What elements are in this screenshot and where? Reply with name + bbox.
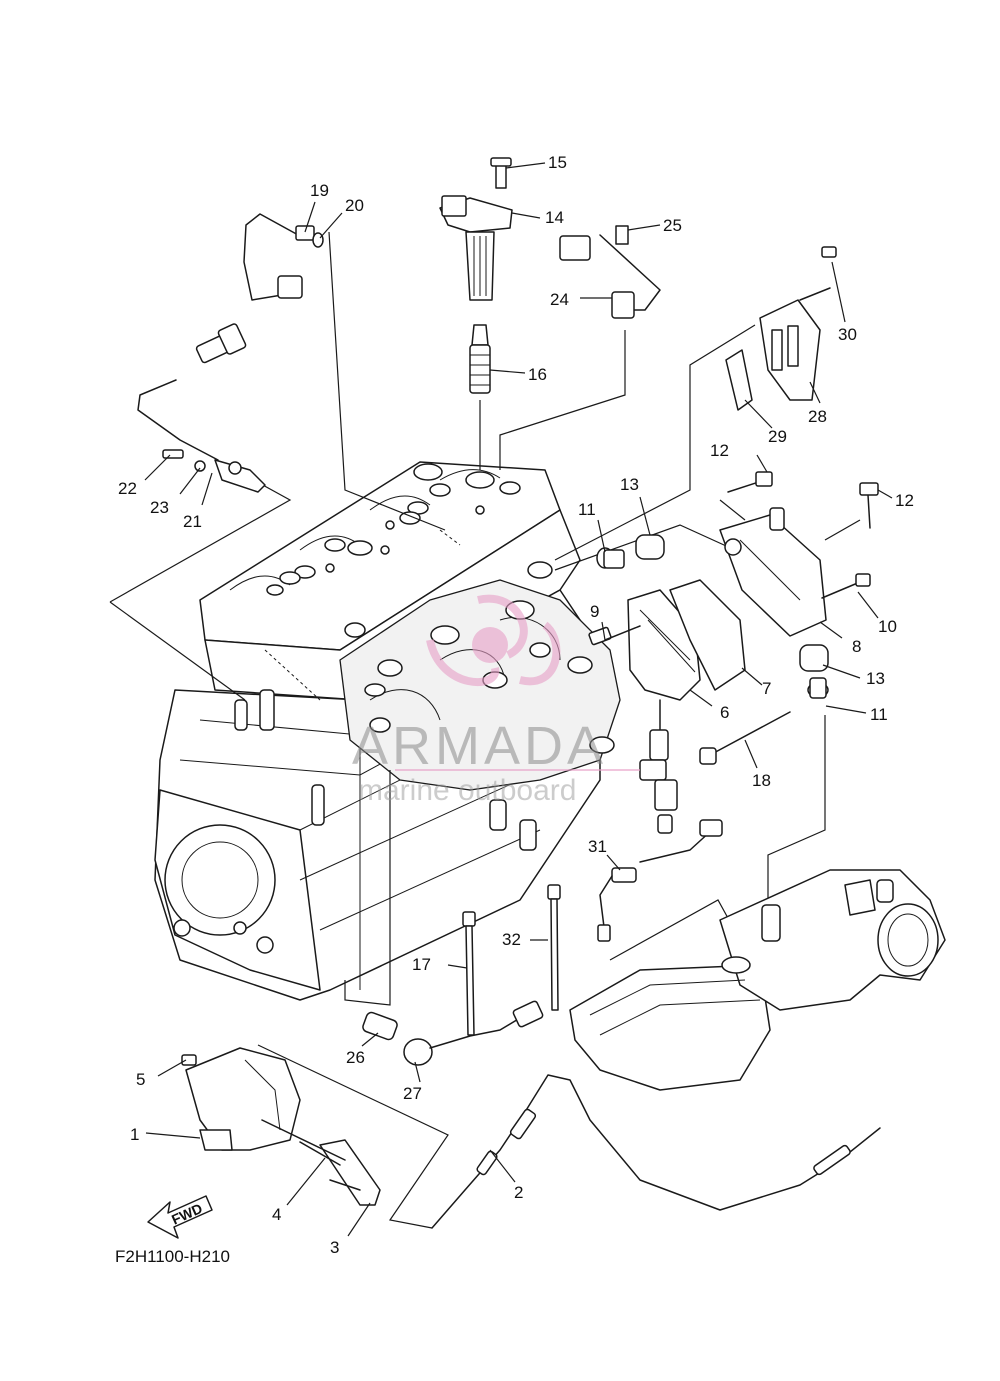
callout-9: 9 (590, 602, 599, 621)
bolts-group (588, 471, 879, 646)
callout-6: 6 (720, 703, 729, 722)
sensor-26-27-group (362, 1000, 544, 1066)
callout-22: 22 (118, 479, 137, 498)
throttle-assembly (181, 1047, 381, 1206)
diagram-code: F2H1100-H210 (115, 1247, 230, 1266)
callout-3: 3 (330, 1238, 339, 1257)
callout-leaders (144, 162, 893, 1237)
callout-4: 4 (272, 1205, 281, 1224)
callout-20: 20 (345, 196, 364, 215)
callout-27: 27 (403, 1084, 422, 1103)
callout-5: 5 (136, 1070, 145, 1089)
callout-2: 2 (514, 1183, 523, 1202)
callout-12a: 12 (710, 441, 729, 460)
sensor-24-group (559, 225, 661, 319)
ignition-coil-group (439, 157, 513, 394)
callout-14: 14 (545, 208, 564, 227)
callout-28: 28 (808, 407, 827, 426)
callout-24: 24 (550, 290, 569, 309)
callout-15: 15 (548, 153, 567, 172)
callout-18: 18 (752, 771, 771, 790)
callout-13a: 13 (620, 475, 639, 494)
exhaust-pipe (569, 869, 946, 1091)
callout-19: 19 (310, 181, 329, 200)
sensor-21-group (137, 323, 266, 493)
callout-31: 31 (588, 837, 607, 856)
callout-11a: 11 (578, 500, 596, 519)
sensor-31-group (597, 819, 723, 942)
watermark-name: ARMADA (352, 716, 607, 776)
callout-30: 30 (838, 325, 857, 344)
fwd-arrow: FWD (147, 1195, 213, 1239)
callout-16: 16 (528, 365, 547, 384)
watermark-logo-icon (395, 594, 640, 771)
callout-11b: 11 (870, 705, 888, 724)
callout-13b: 13 (866, 669, 885, 688)
callout-26: 26 (346, 1048, 365, 1067)
callout-labels: 1 2 3 4 5 6 7 8 9 10 11 11 12 12 13 13 1… (118, 153, 914, 1257)
cable-2 (431, 1074, 881, 1229)
mount-parts-group (627, 507, 827, 701)
probe-18 (699, 711, 791, 765)
callout-17: 17 (412, 955, 431, 974)
fwd-label: FWD (169, 1200, 205, 1228)
sensor-19-group (243, 213, 324, 301)
callout-23: 23 (150, 498, 169, 517)
cover-28-group (725, 246, 837, 411)
callout-7: 7 (762, 679, 771, 698)
callout-25: 25 (663, 216, 682, 235)
callout-1: 1 (130, 1125, 139, 1144)
callout-29: 29 (768, 427, 787, 446)
watermark-tagline: marine outboard (358, 774, 576, 807)
collars-grommets-group (596, 534, 829, 699)
callout-8: 8 (852, 637, 861, 656)
wiring-harness (639, 699, 678, 834)
callout-12b: 12 (895, 491, 914, 510)
callout-10: 10 (878, 617, 897, 636)
cable-ties (462, 884, 561, 1036)
callout-32: 32 (502, 930, 521, 949)
watermark: ARMADA marine outboard (352, 594, 640, 807)
callout-21: 21 (183, 512, 202, 531)
